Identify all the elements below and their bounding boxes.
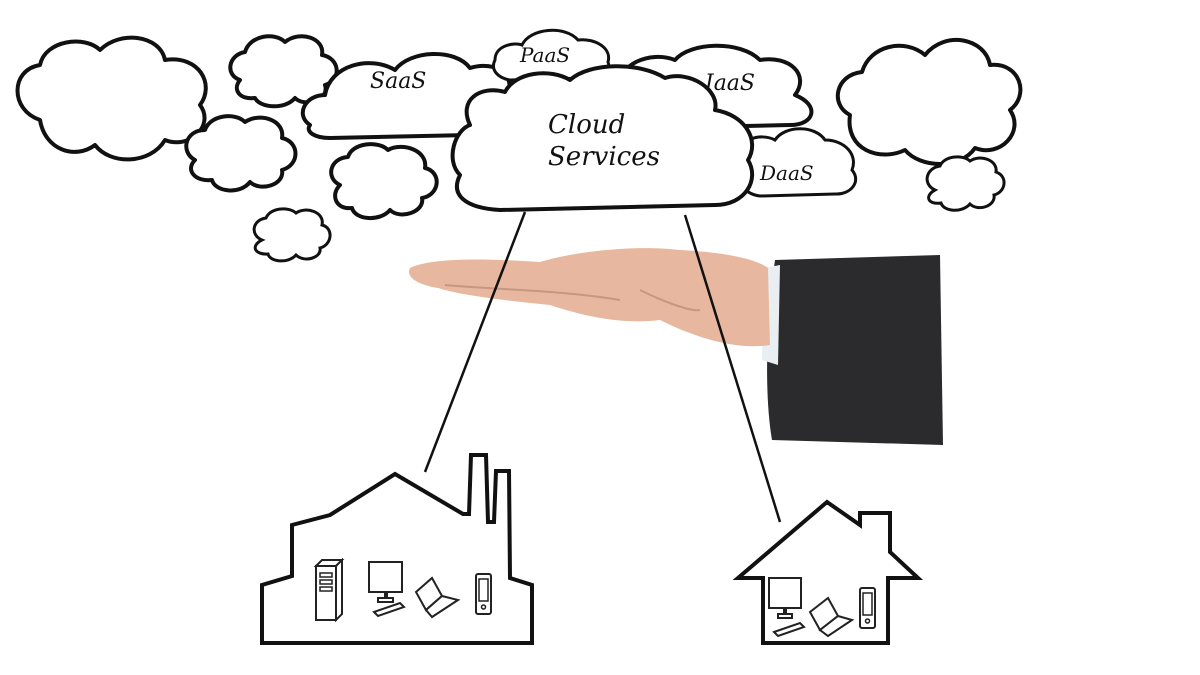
saas-label: SaaS [370, 69, 426, 94]
smartphone-icon [859, 587, 876, 629]
connection-line-right [683, 214, 782, 523]
laptop-icon [414, 576, 461, 619]
decorative-cloud-large-left [15, 35, 208, 162]
decorative-cloud-small-3 [329, 142, 439, 220]
desktop-monitor-icon [768, 577, 806, 638]
decorative-cloud-large-right [835, 38, 1023, 166]
server-tower-icon [313, 557, 345, 623]
connection-line-left [423, 211, 527, 473]
central-cloud: Cloud Services [450, 64, 755, 212]
decorative-cloud-small-right [925, 155, 1006, 212]
laptop-icon [808, 596, 855, 638]
service-cloud-paas: PaaS [492, 28, 611, 82]
smartphone-icon [475, 573, 492, 615]
suit-sleeve [762, 255, 943, 445]
paas-label: PaaS [519, 43, 570, 67]
cloud-services-line1: Cloud [548, 110, 625, 140]
daas-label: DaaS [759, 161, 814, 185]
service-cloud-daas: DaaS [736, 127, 858, 198]
decorative-cloud-small-1 [228, 34, 339, 109]
decorative-cloud-small-2 [184, 114, 298, 193]
open-palm-hand [409, 248, 770, 347]
desktop-monitor-icon [368, 561, 406, 618]
cloud-services-line2: Services [548, 142, 660, 172]
factory-building [260, 453, 534, 645]
decorative-cloud-small-4 [252, 207, 332, 263]
house-building [732, 499, 924, 645]
